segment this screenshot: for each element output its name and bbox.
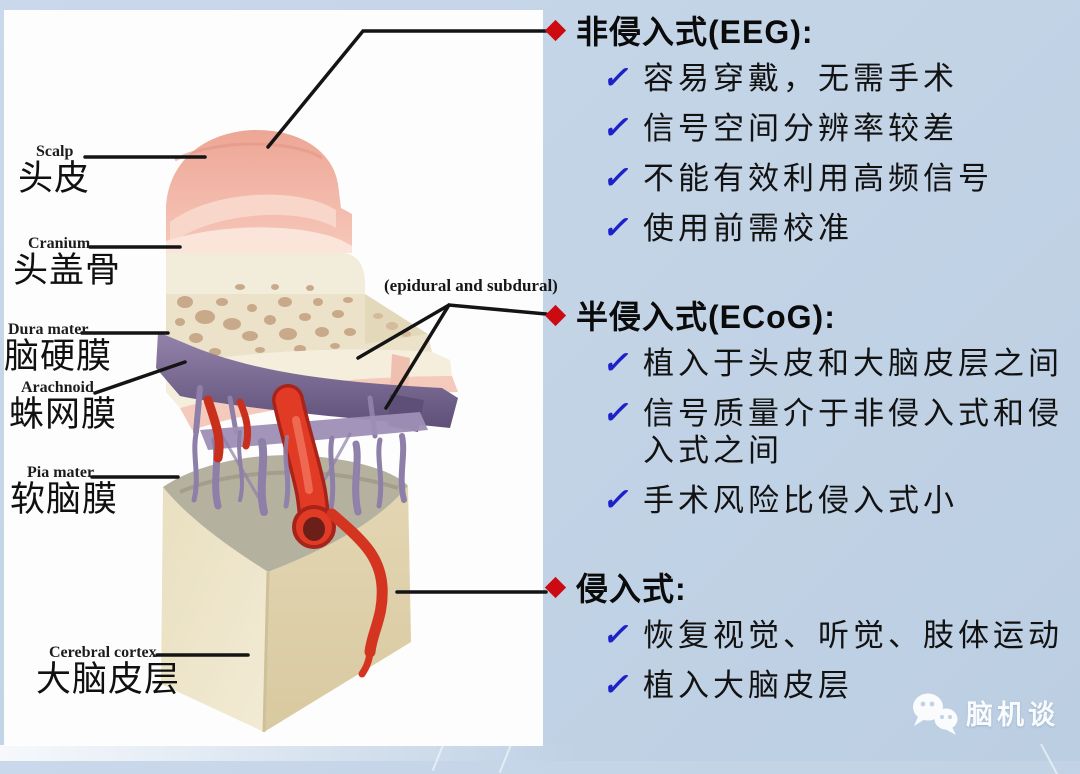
list-item-text: 不能有效利用高频信号 bbox=[643, 161, 993, 196]
list-item: ✓ 手术风险比侵入式小 bbox=[602, 482, 1080, 519]
list-item-text: 手术风险比侵入式小 bbox=[643, 483, 958, 518]
list-item: ✓ 信号空间分辨率较差 bbox=[602, 110, 1080, 147]
list-item: ✓ 信号质量介于非侵入式和侵入式之间 bbox=[602, 395, 1080, 469]
check-icon: ✓ bbox=[602, 110, 628, 145]
list-item-text: 信号空间分辨率较差 bbox=[643, 111, 958, 146]
bottom-swoosh bbox=[0, 745, 580, 761]
diamond-bullet-icon bbox=[544, 576, 567, 598]
label-cranium-zh: 头盖骨 bbox=[13, 251, 122, 290]
section-title: 侵入式: bbox=[576, 571, 687, 607]
check-icon: ✓ bbox=[602, 160, 628, 195]
section-invasive: 侵入式: ✓ 恢复视觉、听觉、肢体运动 ✓ 植入大脑皮层 bbox=[544, 565, 1080, 704]
watermark-text: 脑机谈 bbox=[966, 699, 1059, 730]
section-title-row: 侵入式: bbox=[544, 565, 1080, 609]
list-item: ✓ 容易穿戴，无需手术 bbox=[602, 60, 1080, 97]
label-cranium-en: Cranium bbox=[28, 235, 91, 252]
epidural-subdural-annotation: (epidural and subdural) bbox=[384, 276, 558, 295]
label-dura-mater-zh: 脑硬膜 bbox=[4, 337, 113, 376]
list-item-text: 恢复视觉、听觉、肢体运动 bbox=[643, 618, 1063, 653]
list-item: ✓ 植入大脑皮层 bbox=[602, 667, 1080, 704]
label-scalp: Scalp 头皮 bbox=[18, 143, 90, 198]
list-item: ✓ 恢复视觉、听觉、肢体运动 bbox=[602, 617, 1080, 654]
label-cranium: Cranium 头盖骨 bbox=[13, 235, 121, 290]
label-pia-mater-en: Pia mater bbox=[27, 464, 95, 481]
wechat-icon bbox=[913, 693, 958, 735]
list-item-text: 使用前需校准 bbox=[643, 211, 853, 246]
label-cerebral-cortex-en: Cerebral cortex bbox=[49, 644, 157, 661]
list-item-text: 容易穿戴，无需手术 bbox=[643, 61, 958, 96]
diagram-panel bbox=[4, 10, 543, 746]
diamond-bullet-icon bbox=[544, 19, 567, 41]
label-cerebral-cortex-zh: 大脑皮层 bbox=[36, 660, 181, 699]
section-semiinvasive-ecog: 半侵入式(ECoG): ✓ 植入于头皮和大脑皮层之间 ✓ 信号质量介于非侵入式和… bbox=[544, 293, 1080, 519]
list-item-text: 植入于头皮和大脑皮层之间 bbox=[643, 346, 1063, 381]
list-item: ✓ 不能有效利用高频信号 bbox=[602, 160, 1080, 197]
label-arachnoid-en: Arachnoid bbox=[21, 379, 94, 396]
list-item: ✓ 使用前需校准 bbox=[602, 210, 1080, 247]
check-icon: ✓ bbox=[602, 617, 628, 652]
label-pia-mater-zh: 软脑膜 bbox=[10, 480, 119, 519]
label-dura-mater-en: Dura mater bbox=[8, 321, 89, 338]
section-title: 半侵入式(ECoG): bbox=[576, 299, 836, 335]
list-item-text: 信号质量介于非侵入式和侵入式之间 bbox=[643, 396, 1063, 468]
list-item-text: 植入大脑皮层 bbox=[643, 668, 853, 703]
label-dura-mater: Dura mater 脑硬膜 bbox=[4, 321, 112, 376]
check-icon: ✓ bbox=[602, 667, 628, 702]
check-icon: ✓ bbox=[602, 210, 628, 245]
watermark: 脑机谈 bbox=[908, 688, 1059, 736]
label-arachnoid: Arachnoid 蛛网膜 bbox=[9, 379, 117, 434]
section-noninvasive-eeg: 非侵入式(EEG): ✓ 容易穿戴，无需手术 ✓ 信号空间分辨率较差 ✓ 不能有… bbox=[544, 8, 1080, 247]
check-icon: ✓ bbox=[602, 345, 628, 380]
label-scalp-en: Scalp bbox=[36, 143, 74, 160]
label-pia-mater: Pia mater 软脑膜 bbox=[10, 464, 118, 519]
label-arachnoid-zh: 蛛网膜 bbox=[9, 395, 118, 434]
section-title: 非侵入式(EEG): bbox=[576, 14, 814, 50]
check-icon: ✓ bbox=[602, 482, 628, 517]
decor-line bbox=[1040, 743, 1058, 774]
label-scalp-zh: 头皮 bbox=[18, 159, 91, 198]
list-item: ✓ 植入于头皮和大脑皮层之间 bbox=[602, 345, 1080, 382]
section-title-row: 半侵入式(ECoG): bbox=[544, 293, 1080, 337]
check-icon: ✓ bbox=[602, 60, 628, 95]
label-cerebral-cortex: Cerebral cortex 大脑皮层 bbox=[36, 644, 180, 699]
diamond-bullet-icon bbox=[544, 304, 567, 326]
check-icon: ✓ bbox=[602, 395, 628, 430]
section-title-row: 非侵入式(EEG): bbox=[544, 8, 1080, 52]
